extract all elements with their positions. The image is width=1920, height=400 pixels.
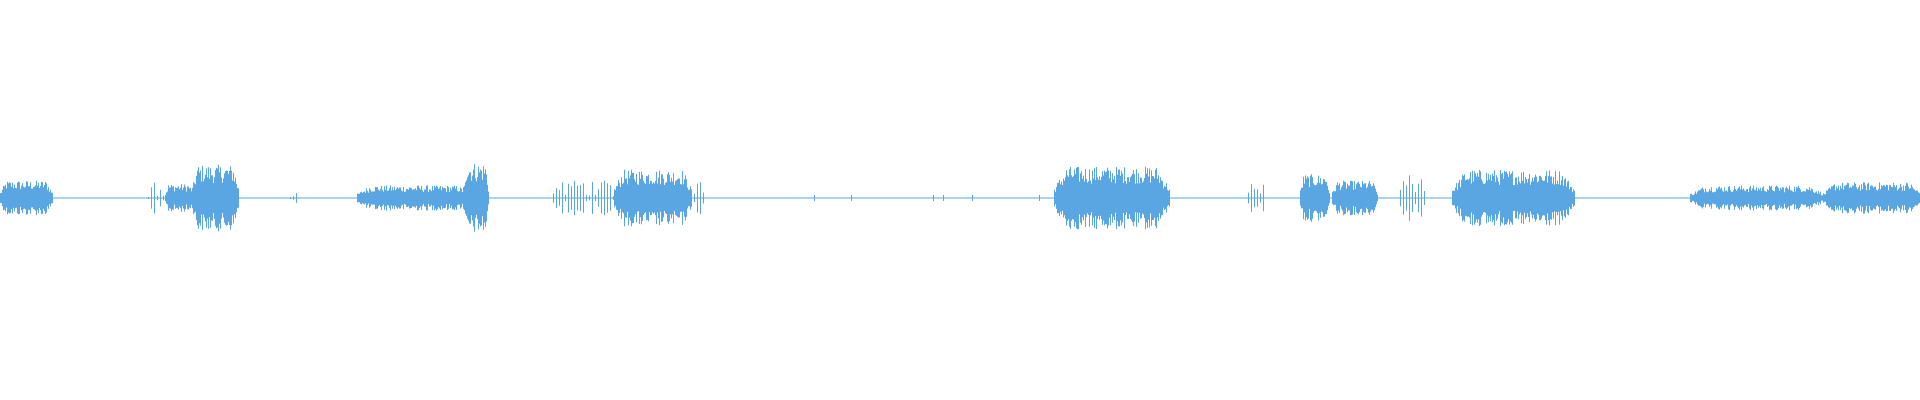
waveform-segment: [1824, 182, 1920, 214]
waveform-burst: [148, 182, 164, 214]
waveform-burst: [553, 180, 614, 216]
waveform-burst: [290, 193, 297, 203]
waveform-segment: [1400, 175, 1425, 221]
waveform-segment: [1452, 170, 1575, 226]
waveform-burst: [192, 164, 239, 232]
waveform-segment: [1332, 180, 1378, 216]
waveform-burst: [463, 164, 489, 232]
waveform-segment: [1690, 185, 1825, 211]
waveform-burst: [1400, 175, 1425, 221]
waveform-burst: [357, 185, 471, 211]
waveform-burst: [1300, 174, 1330, 222]
waveform-burst: [1452, 170, 1575, 226]
waveform-segment: [0, 180, 53, 216]
waveform-burst: [691, 182, 704, 214]
waveform-segment: [192, 164, 239, 232]
waveform-burst: [1824, 182, 1920, 214]
waveform-burst: [1054, 166, 1170, 230]
waveform-burst: [0, 180, 53, 216]
waveform-segment: [691, 182, 704, 214]
waveform-burst: [165, 184, 193, 212]
waveform-burst: [1690, 185, 1825, 211]
waveform-segment: [290, 193, 297, 203]
waveform-burst: [614, 169, 692, 227]
waveform-burst: [1248, 184, 1264, 212]
waveform-segment: [614, 169, 692, 227]
waveform-segment: [553, 180, 614, 216]
waveform-segment: [1300, 174, 1330, 222]
waveform-segment: [148, 182, 164, 214]
waveform-segment: [1248, 184, 1264, 212]
waveform-segment: [165, 184, 193, 212]
waveform-segment: [1054, 166, 1170, 230]
waveform-burst: [1332, 180, 1378, 216]
waveform-segment: [463, 164, 489, 232]
waveform-segment: [357, 185, 471, 211]
